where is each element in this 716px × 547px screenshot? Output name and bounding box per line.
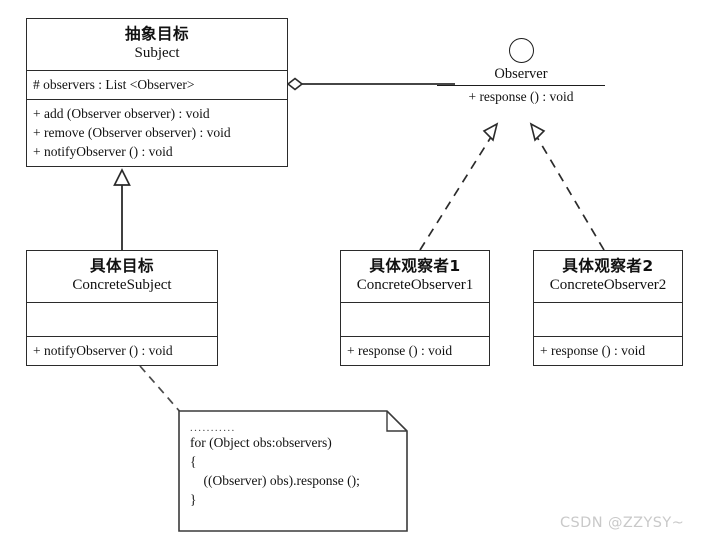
interface-divider bbox=[437, 85, 605, 86]
note-content: ........... for (Object obs:observers) {… bbox=[178, 410, 408, 532]
note-shape bbox=[178, 410, 408, 532]
note-line: } bbox=[190, 492, 197, 507]
class-title-cn: 具体观察者1 bbox=[369, 257, 461, 275]
class-attributes-subject: # observers : List <Observer> bbox=[27, 70, 287, 99]
relation-concreteobserver2-implements-observer bbox=[529, 122, 605, 251]
class-title-en: ConcreteSubject bbox=[72, 277, 172, 293]
class-methods-concrete-observer-1: + response () : void bbox=[341, 336, 489, 365]
class-title-cn: 抽象目标 bbox=[124, 25, 189, 43]
class-title-en: ConcreteObserver2 bbox=[549, 277, 667, 293]
relation-note-anchor-concretesubject bbox=[139, 365, 183, 415]
class-title-concrete-observer-1: 具体观察者1 ConcreteObserver1 bbox=[341, 251, 489, 302]
note-line: { bbox=[190, 454, 197, 469]
class-title-concrete-subject: 具体目标 ConcreteSubject bbox=[27, 251, 217, 302]
interface-name: Observer bbox=[494, 66, 548, 82]
class-box-concrete-observer-1[interactable]: 具体观察者1 ConcreteObserver1 + response () :… bbox=[340, 250, 490, 366]
class-title-en: Subject bbox=[134, 45, 180, 61]
interface-observer[interactable]: Observer + response () : void bbox=[437, 38, 605, 106]
class-title-cn: 具体观察者2 bbox=[562, 257, 654, 275]
note-line-ellipsis: ........... bbox=[190, 422, 236, 434]
watermark: CSDN @ZZYSY~ bbox=[560, 515, 685, 531]
method-row: + notifyObserver () : void bbox=[33, 144, 173, 159]
class-methods-concrete-observer-2: + response () : void bbox=[534, 336, 682, 365]
method-row: + remove (Observer observer) : void bbox=[33, 125, 231, 140]
class-methods-subject: + add (Observer observer) : void + remov… bbox=[27, 99, 287, 166]
relation-concreteobserver1-implements-observer bbox=[419, 122, 499, 251]
class-box-subject[interactable]: 抽象目标 Subject # observers : List <Observe… bbox=[26, 18, 288, 167]
method-row: + response () : void bbox=[540, 343, 646, 358]
class-title-cn: 具体目标 bbox=[89, 257, 154, 275]
class-box-concrete-observer-2[interactable]: 具体观察者2 ConcreteObserver2 + response () :… bbox=[533, 250, 683, 366]
relation-concretesubject-extends-subject bbox=[113, 168, 131, 250]
method-row: + response () : void bbox=[347, 343, 453, 358]
interface-circle-icon bbox=[508, 38, 534, 63]
class-attributes-concrete-observer-2 bbox=[534, 302, 682, 336]
class-attributes-concrete-observer-1 bbox=[341, 302, 489, 336]
attribute-row: # observers : List <Observer> bbox=[33, 77, 195, 92]
class-title-en: ConcreteObserver1 bbox=[356, 277, 474, 293]
class-methods-concrete-subject: + notifyObserver () : void bbox=[27, 336, 217, 365]
class-title-concrete-observer-2: 具体观察者2 ConcreteObserver2 bbox=[534, 251, 682, 302]
relation-subject-aggregates-observer bbox=[286, 77, 455, 91]
method-row: + notifyObserver () : void bbox=[33, 343, 173, 358]
class-box-concrete-subject[interactable]: 具体目标 ConcreteSubject + notifyObserver ()… bbox=[26, 250, 218, 366]
note-line: for (Object obs:observers) bbox=[190, 435, 332, 450]
note-line: ((Observer) obs).response (); bbox=[190, 473, 360, 488]
class-title-subject: 抽象目标 Subject bbox=[27, 19, 287, 70]
note-box[interactable]: ........... for (Object obs:observers) {… bbox=[178, 410, 408, 532]
method-row: + add (Observer observer) : void bbox=[33, 106, 210, 121]
interface-method: + response () : void bbox=[468, 89, 574, 104]
class-attributes-concrete-subject bbox=[27, 302, 217, 336]
